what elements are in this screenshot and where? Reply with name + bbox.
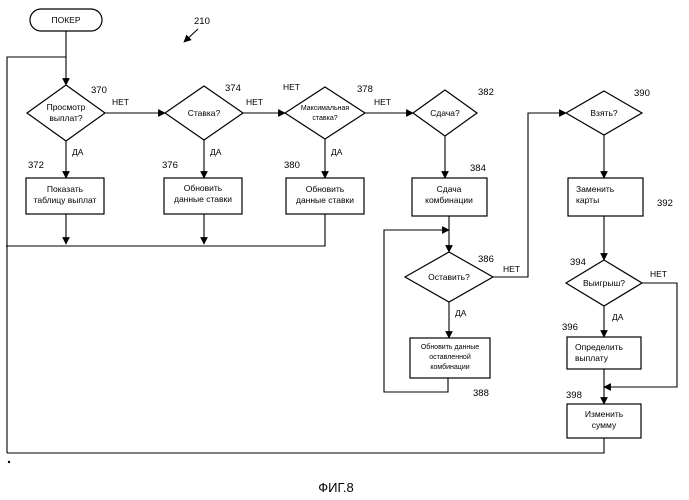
box-376-number: 376	[162, 160, 178, 171]
box-388: Обновить данные оставленной комбинации 3…	[410, 338, 490, 399]
box-372-line2: таблицу выплат	[34, 195, 97, 205]
box-372-number: 372	[28, 160, 44, 171]
edge-label-386-yes: ДА	[455, 308, 467, 318]
box-388-line1: Обновить данные	[421, 343, 479, 351]
box-388-line3: комбинации	[430, 363, 469, 371]
edge-label-374-yes: ДА	[210, 147, 222, 157]
stray-dot	[8, 461, 10, 463]
decision-374-number: 374	[225, 83, 241, 94]
decision-378-number: 378	[357, 84, 373, 95]
box-372-line1: Показать	[47, 184, 84, 194]
box-388-number: 388	[473, 388, 489, 399]
box-384-number: 384	[470, 163, 486, 174]
box-398-line2: сумму	[592, 420, 617, 430]
decision-382-line1: Сдача?	[430, 108, 460, 118]
decision-378: Максимальная ставка? 378	[285, 84, 373, 139]
box-396-number: 396	[562, 322, 578, 333]
decision-370-number: 370	[91, 85, 107, 96]
box-392-line2: карты	[576, 195, 599, 205]
edge-label-378-no-top: НЕТ	[283, 82, 300, 92]
decision-386-line1: Оставить?	[428, 272, 470, 282]
edge-label-394-yes: ДА	[612, 312, 624, 322]
decision-394-number: 394	[570, 257, 586, 268]
decision-390: Взять? 390	[566, 88, 650, 135]
edge-label-374-no: НЕТ	[246, 97, 263, 107]
box-380-line2: данные ставки	[296, 195, 354, 205]
edge-label-370-no: НЕТ	[112, 97, 129, 107]
start-label: ПОКЕР	[51, 15, 80, 25]
decision-374: Ставка? 374	[165, 83, 243, 140]
decision-386: Оставить? 386	[405, 252, 494, 302]
decision-370: Просмотр выплат? 370	[27, 85, 107, 141]
decision-382: Сдача? 382	[413, 87, 494, 136]
edge-label-394-no: НЕТ	[650, 269, 667, 279]
box-392-number: 392	[657, 198, 673, 209]
decision-394: Выигрыш? 394	[566, 257, 642, 306]
box-380-line1: Обновить	[306, 184, 345, 194]
box-372: Показать таблицу выплат 372	[26, 160, 104, 214]
decision-390-line1: Взять?	[590, 108, 617, 118]
decision-394-line1: Выигрыш?	[583, 278, 625, 288]
box-396-line1: Определить	[575, 342, 623, 352]
decision-378-line2: ставка?	[312, 115, 337, 122]
decision-370-line1: Просмотр	[47, 102, 86, 112]
box-380-number: 380	[284, 160, 300, 171]
box-396: Определить выплату 396	[562, 322, 641, 369]
box-392: Заменить карты 392	[568, 178, 673, 216]
figure-ref-number: 210	[194, 16, 210, 27]
box-388-line2: оставленной	[429, 353, 471, 361]
decision-374-line1: Ставка?	[188, 108, 221, 118]
box-376-line2: данные ставки	[174, 194, 232, 204]
box-380: Обновить данные ставки 380	[284, 160, 364, 214]
box-376: Обновить данные ставки 376	[162, 160, 242, 214]
start-terminal: ПОКЕР	[30, 9, 102, 31]
box-384: Сдача комбинации 384	[412, 163, 487, 216]
decision-370-line2: выплат?	[49, 113, 83, 123]
edge-label-378-yes: ДА	[331, 147, 343, 157]
decision-390-number: 390	[634, 88, 650, 99]
edge-label-370-yes: ДА	[72, 147, 84, 157]
decision-378-line1: Максимальная	[301, 105, 350, 112]
box-384-line2: комбинации	[425, 195, 473, 205]
figure-ref-arrow	[184, 29, 198, 42]
decision-386-number: 386	[478, 254, 494, 265]
box-396-line2: выплату	[575, 353, 609, 363]
box-398-line1: Изменить	[585, 409, 624, 419]
box-384-line1: Сдача	[437, 184, 462, 194]
box-376-line1: Обновить	[184, 183, 223, 193]
box-392-line1: Заменить	[576, 184, 615, 194]
decision-382-number: 382	[478, 87, 494, 98]
edge-label-386-no: НЕТ	[503, 264, 520, 274]
edge-label-378-no: НЕТ	[374, 97, 391, 107]
box-398-number: 398	[566, 390, 582, 401]
figure-caption: ФИГ.8	[318, 480, 354, 495]
